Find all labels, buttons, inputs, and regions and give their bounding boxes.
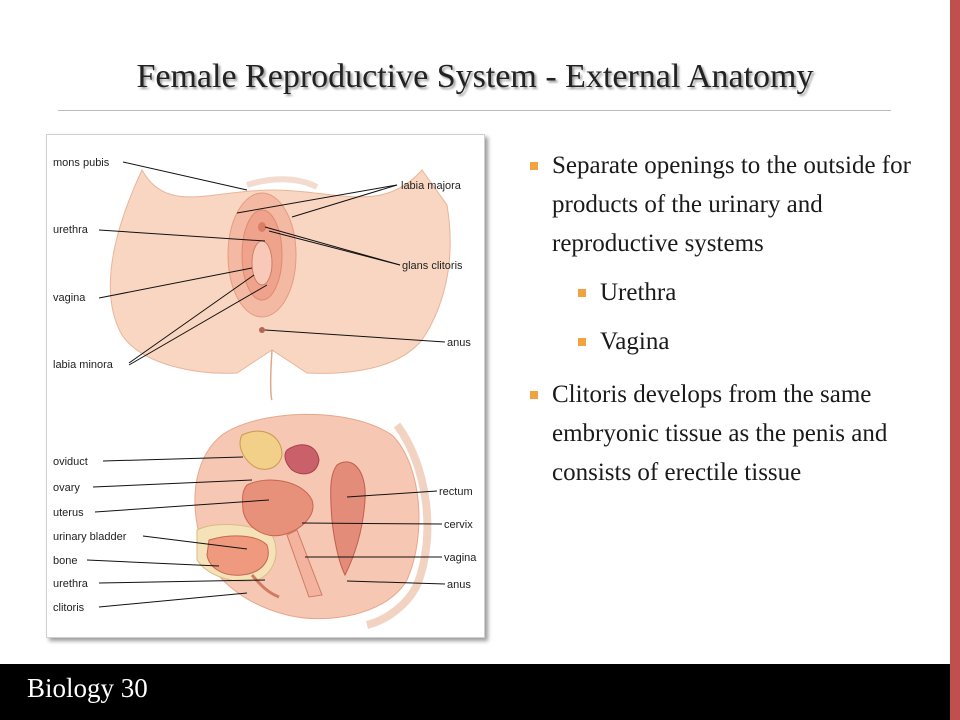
slide-title: Female Reproductive System - External An… (136, 58, 814, 95)
label-cervix: cervix (444, 519, 473, 531)
bullet-list: Separate openings to the outside for pro… (528, 146, 938, 492)
label-urethra-external: urethra (53, 224, 89, 236)
label-urethra-section: urethra (53, 578, 89, 590)
label-labia-majora: labia majora (401, 180, 462, 192)
label-vagina-external: vagina (53, 292, 86, 304)
label-uterus: uterus (53, 507, 84, 519)
label-vagina-section: vagina (444, 552, 477, 564)
sub-bullet-urethra: Urethra (528, 273, 938, 312)
label-anus-section: anus (447, 579, 471, 591)
label-labia-minora: labia minora (53, 359, 114, 371)
label-glans-clitoris: glans clitoris (402, 260, 463, 272)
external-anatomy-leader-lines (98, 161, 446, 366)
external-anatomy-drawing (109, 168, 451, 401)
anatomy-illustration: mons pubis urethra vagina labia minora l… (53, 157, 477, 629)
label-anus-external: anus (447, 337, 471, 349)
sub-bullet-vagina: Vagina (528, 322, 938, 361)
footer-course-label: Biology 30 (27, 673, 148, 703)
label-oviduct: oviduct (53, 456, 88, 468)
label-clitoris: clitoris (53, 602, 85, 614)
sagittal-section-leader-lines (86, 456, 446, 608)
bullet-separate-openings: Separate openings to the outside for pro… (528, 146, 938, 263)
bullet-clitoris: Clitoris develops from the same embryoni… (528, 375, 938, 492)
anatomy-figure: mons pubis urethra vagina labia minora l… (46, 134, 485, 638)
sagittal-section-drawing (194, 413, 432, 629)
title-divider (58, 110, 891, 111)
label-rectum: rectum (439, 486, 473, 498)
accent-bar (950, 0, 960, 720)
label-mons-pubis: mons pubis (53, 157, 110, 169)
label-urinary-bladder: urinary bladder (53, 531, 127, 543)
label-bone: bone (53, 555, 77, 567)
footer-bar: Biology 30 (0, 664, 950, 720)
label-ovary: ovary (53, 482, 80, 494)
